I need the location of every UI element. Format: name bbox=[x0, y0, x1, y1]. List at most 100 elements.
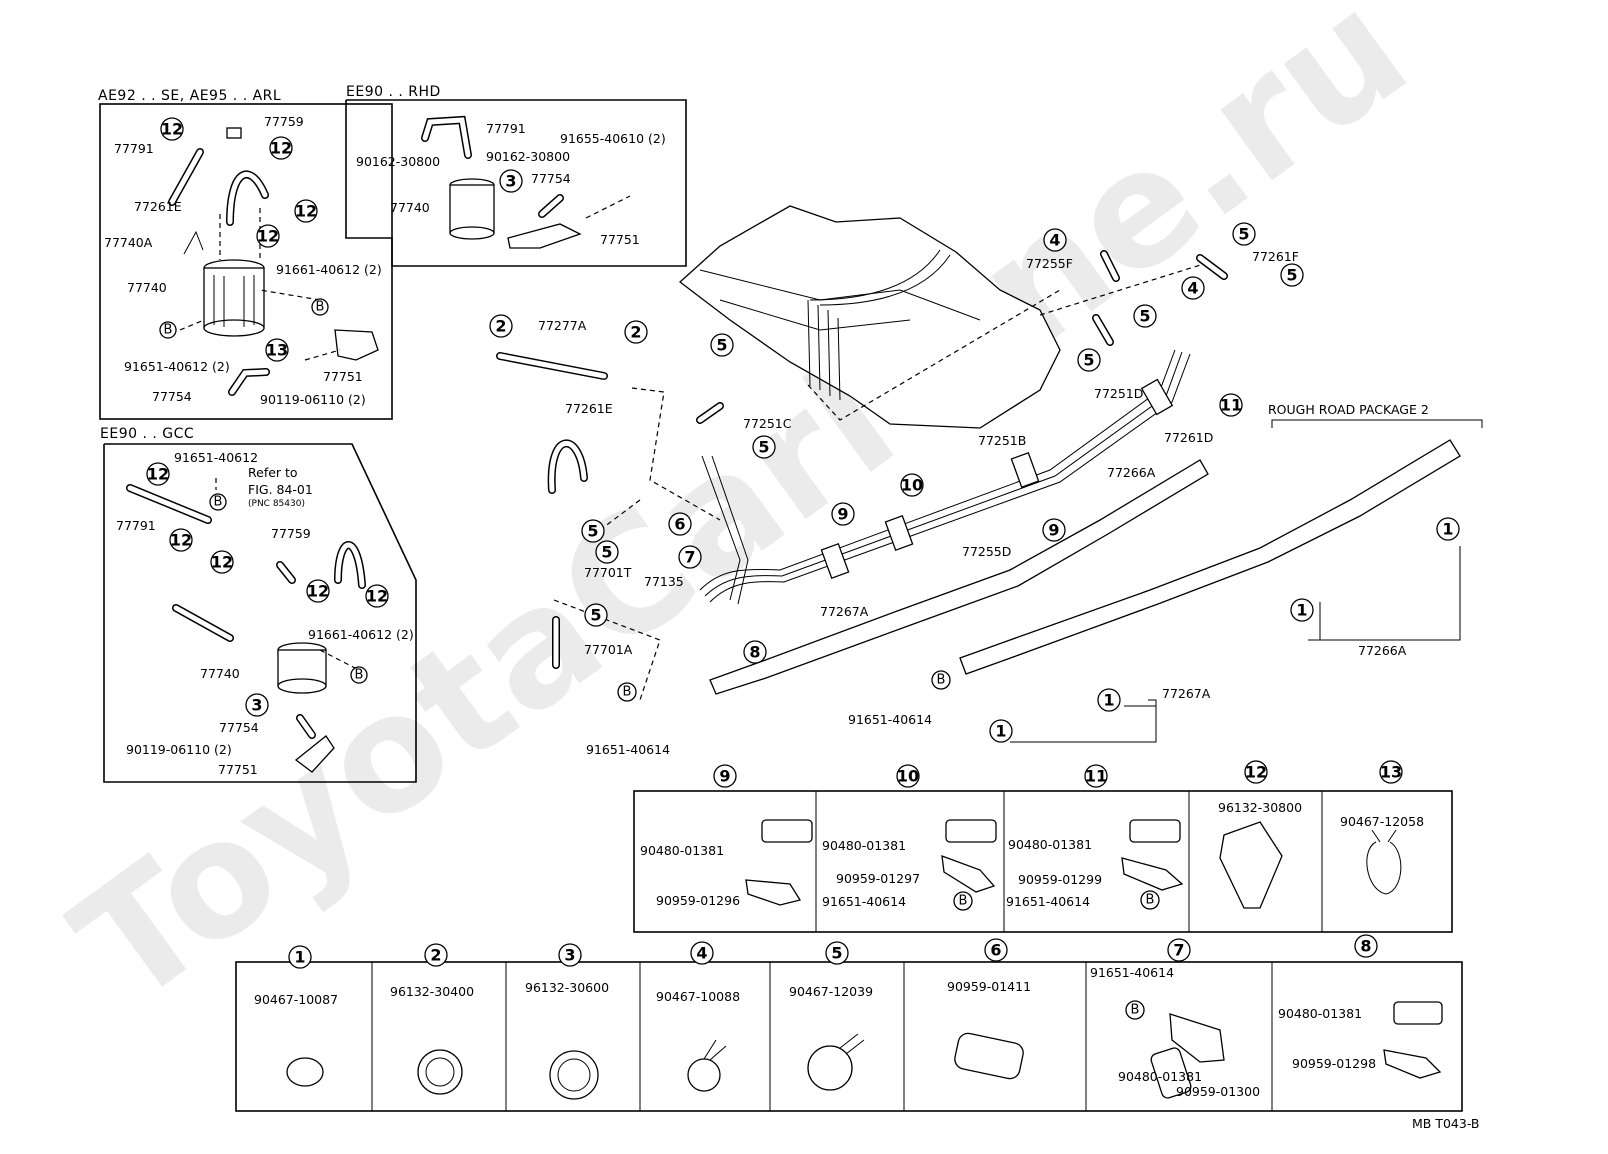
label-91661-40612-gcc: 91661-40612 (2) bbox=[308, 627, 414, 642]
callout-12: 12 bbox=[147, 465, 169, 484]
group-title-ae92: AE92 . . SE, AE95 . . ARL bbox=[98, 88, 281, 104]
note-pnc: (PNC 85430) bbox=[248, 499, 305, 509]
label-77740-gcc: 77740 bbox=[200, 666, 240, 681]
bracket-77751 bbox=[334, 329, 379, 361]
kit-number-12: 12 bbox=[1245, 763, 1267, 782]
label-77759-gcc: 77759 bbox=[271, 526, 311, 541]
panel-ee90-gcc: EE90 . . GCC 12 12 12 12 12 3 B B 91651-… bbox=[100, 426, 417, 783]
label-77740-rhd: 77740 bbox=[390, 200, 430, 215]
note-refer-to: Refer to bbox=[248, 465, 298, 480]
group-title-rough-road: ROUGH ROAD PACKAGE 2 bbox=[1268, 402, 1429, 417]
clamp-drawing-5 bbox=[807, 1045, 853, 1091]
line-77261d bbox=[709, 353, 1191, 603]
label-77261e: 77261E bbox=[565, 401, 613, 416]
label-91655-40610: 91655-40610 (2) bbox=[560, 131, 666, 146]
bracket-drawing-7 bbox=[1169, 1013, 1225, 1063]
callout-4: 4 bbox=[1049, 231, 1060, 250]
kit-10-part-a: 90480-01381 bbox=[822, 838, 906, 853]
protector-77267a bbox=[709, 459, 1209, 695]
label-91651-40612: 91651-40612 (2) bbox=[124, 359, 230, 374]
group-title-ee90-rhd: EE90 . . RHD bbox=[346, 84, 441, 100]
callout-5: 5 bbox=[1238, 225, 1249, 244]
callout-5: 5 bbox=[716, 336, 727, 355]
label-77791: 77791 bbox=[114, 141, 154, 156]
callout-B: B bbox=[316, 300, 325, 315]
kit-number-9: 9 bbox=[719, 767, 730, 786]
bracket-77751-rhd bbox=[507, 223, 582, 249]
callout-1: 1 bbox=[1442, 520, 1453, 539]
callout-10: 10 bbox=[901, 476, 923, 495]
clamp-drawing-13 bbox=[1366, 829, 1402, 895]
callout-3: 3 bbox=[505, 172, 516, 191]
callout-B: B bbox=[937, 673, 946, 688]
kit-10-part-b: 90959-01297 bbox=[836, 871, 920, 886]
kit-9-part-a: 90480-01381 bbox=[640, 843, 724, 858]
kit-3-part: 96132-30600 bbox=[525, 980, 609, 995]
label-77754-rhd: 77754 bbox=[531, 171, 571, 186]
label-77255d: 77255D bbox=[962, 544, 1011, 559]
canister-77740 bbox=[203, 267, 265, 329]
frame-ee90-gcc bbox=[103, 443, 417, 783]
canister-bottom bbox=[203, 319, 265, 337]
callout-B: B bbox=[1131, 1003, 1140, 1018]
label-77791-rhd: 77791 bbox=[486, 121, 526, 136]
callout-12: 12 bbox=[307, 582, 329, 601]
callout-12: 12 bbox=[295, 202, 317, 221]
callout-5: 5 bbox=[587, 522, 598, 541]
callout-1: 1 bbox=[995, 722, 1006, 741]
label-77754-gcc: 77754 bbox=[219, 720, 259, 735]
label-77740: 77740 bbox=[127, 280, 167, 295]
kit-2-part: 96132-30400 bbox=[390, 984, 474, 999]
kit-12-part: 96132-30800 bbox=[1218, 800, 1302, 815]
kit-4-part: 90467-10088 bbox=[656, 989, 740, 1004]
label-77759: 77759 bbox=[264, 114, 304, 129]
kit-number-13: 13 bbox=[1380, 763, 1402, 782]
panel-ee90-rhd: EE90 . . RHD 3 77791 90162-30800 90162-3… bbox=[345, 84, 687, 267]
kit-number-11: 11 bbox=[1085, 767, 1107, 786]
label-77751-gcc: 77751 bbox=[218, 762, 258, 777]
callout-2: 2 bbox=[495, 317, 506, 336]
label-77267a: 77267A bbox=[820, 604, 869, 619]
clamp-drawing-7 bbox=[1150, 1047, 1192, 1099]
bracket-drawing-8 bbox=[1383, 1049, 1442, 1079]
label-77261e: 77261E bbox=[134, 199, 182, 214]
kit-number-10: 10 bbox=[897, 767, 919, 786]
clamp-drawing-10 bbox=[945, 819, 997, 843]
label-90162-30800-a: 90162-30800 bbox=[356, 154, 440, 169]
callout-5: 5 bbox=[758, 438, 769, 457]
callout-1: 1 bbox=[1103, 691, 1114, 710]
label-77135: 77135 bbox=[644, 574, 684, 589]
kit-8-part-b: 90959-01298 bbox=[1292, 1056, 1376, 1071]
kit-number-4: 4 bbox=[696, 944, 707, 963]
bracket-77751-gcc bbox=[294, 735, 335, 773]
clamp-drawing-1 bbox=[286, 1057, 324, 1087]
label-77791-gcc: 77791 bbox=[116, 518, 156, 533]
callout-12: 12 bbox=[170, 531, 192, 550]
label-77261d: 77261D bbox=[1164, 430, 1213, 445]
frame-ee90-rhd bbox=[345, 99, 687, 267]
clip-drawing-6 bbox=[954, 1032, 1024, 1080]
label-77267a-2: 77267A bbox=[1162, 686, 1211, 701]
kit-10-part-c: 91651-40614 bbox=[822, 894, 906, 909]
rough-road-bracket bbox=[1271, 419, 1483, 428]
callout-1: 1 bbox=[1296, 601, 1307, 620]
callout-5: 5 bbox=[590, 606, 601, 625]
label-77251d: 77251D bbox=[1094, 386, 1143, 401]
kit-table-upper-frame bbox=[633, 790, 1453, 933]
kit-5-part: 90467-12039 bbox=[789, 984, 873, 999]
bracket-drawing-9 bbox=[745, 879, 802, 906]
diagram-code: MB T043-B bbox=[1412, 1116, 1479, 1131]
label-77701t: 77701T bbox=[584, 565, 632, 580]
callout-6: 6 bbox=[674, 515, 685, 534]
callout-3: 3 bbox=[251, 696, 262, 715]
label-77261f: 77261F bbox=[1252, 249, 1299, 264]
callout-7: 7 bbox=[684, 548, 695, 567]
kit-8-part-a: 90480-01381 bbox=[1278, 1006, 1362, 1021]
label-77251c: 77251C bbox=[743, 416, 792, 431]
callout-11: 11 bbox=[1220, 396, 1242, 415]
label-77751-rhd: 77751 bbox=[600, 232, 640, 247]
kit-7-part-a: 91651-40614 bbox=[1090, 965, 1174, 980]
callout-12: 12 bbox=[270, 139, 292, 158]
kit-table-lower: 1 2 3 4 5 6 7 8 B 90467-10087 96132-3040… bbox=[235, 934, 1463, 1112]
